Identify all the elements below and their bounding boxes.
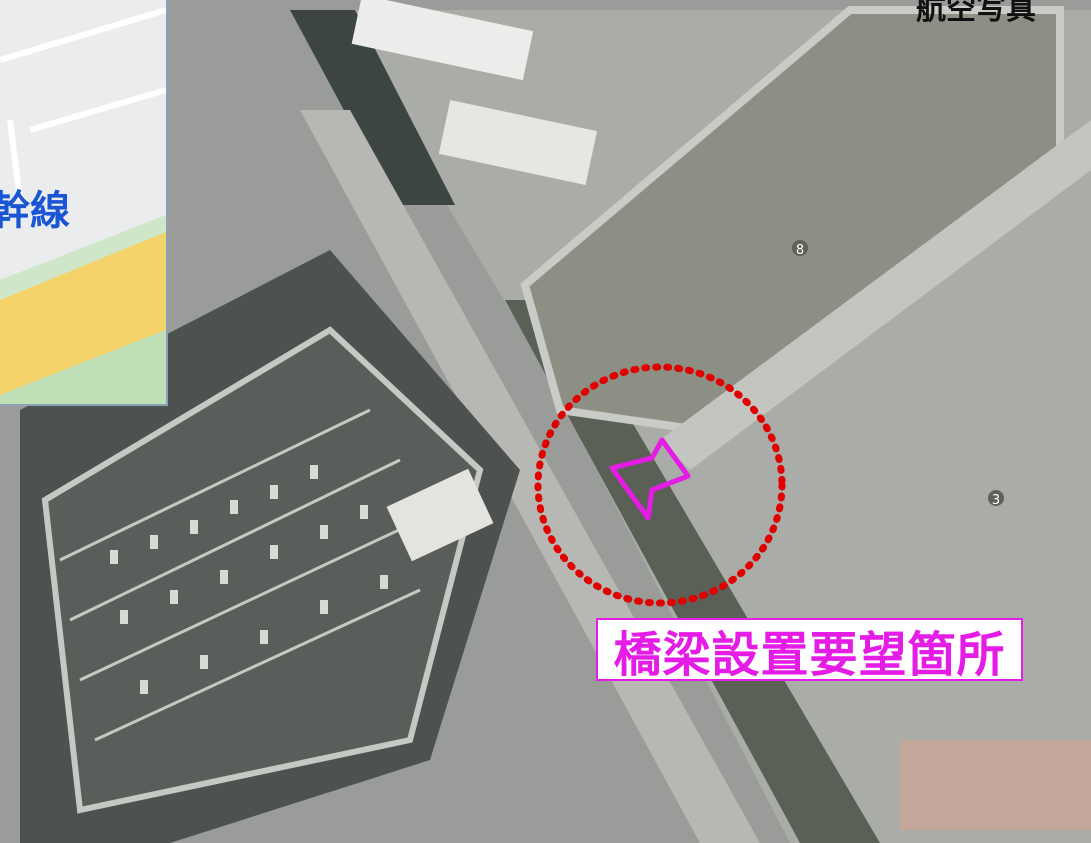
inset-map: 幹線: [0, 0, 168, 406]
bridge-request-callout: 橋梁設置要望箇所: [596, 618, 1023, 683]
bridge-request-label: 橋梁設置要望箇所: [613, 626, 1006, 683]
map-block-label-8: 8: [796, 243, 804, 258]
map-block-label-3: 3: [992, 493, 1000, 508]
inset-map-graphic: [0, 0, 166, 404]
inset-road-label: 幹線: [0, 188, 70, 234]
page-header-text: 航空写真: [916, 0, 1036, 27]
target-area-circle: [534, 363, 786, 607]
bridge-location-marker[interactable]: [600, 430, 700, 530]
